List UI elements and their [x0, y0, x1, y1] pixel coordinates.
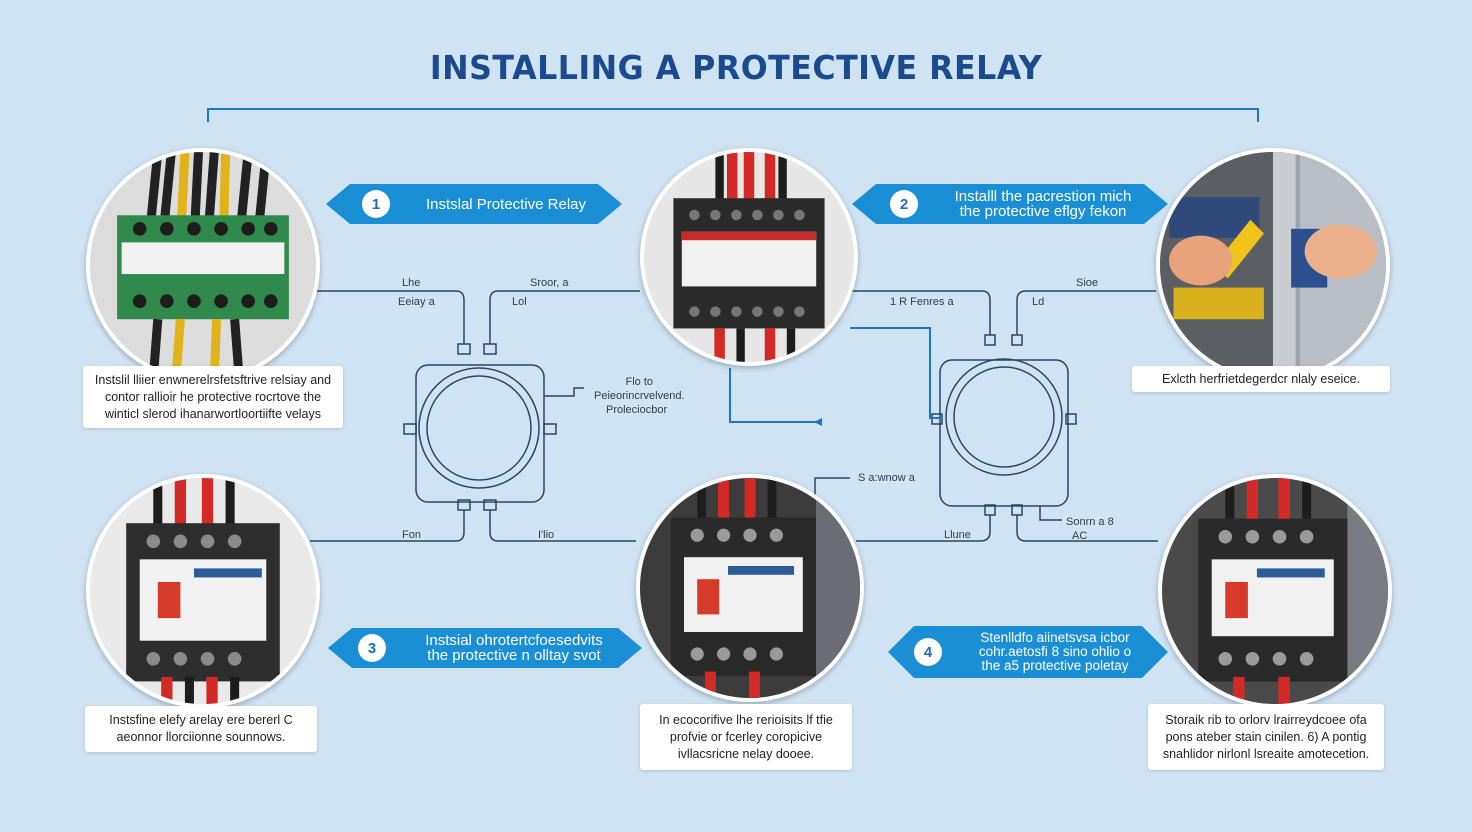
wire-right-ct-to-photo2	[1016, 290, 1156, 335]
step-1-number: 1	[362, 190, 390, 218]
photo-breaker-right	[1158, 474, 1392, 708]
right-ct-ring-inner	[953, 366, 1055, 468]
left-ct-tab-left	[403, 423, 417, 435]
wire-label-l1: Lhe	[402, 277, 421, 289]
wire-label-l4: Lol	[512, 296, 527, 308]
photo-terminal-block	[86, 148, 320, 382]
blue-wire-to-right-ct	[729, 368, 820, 423]
step-2-label: Installl the pacrestion mich the protect…	[954, 188, 1132, 220]
wire-label-l5: Flo to Peieorincrvelvend.	[594, 376, 685, 402]
wire-photo1-to-left-ct	[312, 290, 465, 344]
step-4-number: 4	[914, 638, 942, 666]
photo-relay-module	[640, 148, 858, 366]
step-4-label: Stenlldfo aiinetsvsa icbor cohr.aetosfi …	[978, 630, 1132, 673]
right-ct-top-terminal-b	[1011, 334, 1023, 346]
step-3-number: 3	[358, 634, 386, 662]
wire-label-l2: Eeiay a	[398, 296, 435, 308]
wire-left-ct-to-photo4	[489, 510, 636, 542]
step-4-banner: 4 Stenlldfo aiinetsvsa icbor cohr.aetosf…	[888, 626, 1168, 678]
caption-bottom-center: In ecocorifive lhe rerioisits lf tfie pr…	[640, 704, 852, 770]
wire-label-l11: Fon	[402, 529, 421, 541]
wire-right-ct-lower-left	[814, 477, 850, 498]
wire-label-l9: Sioe	[1076, 277, 1099, 289]
top-bracket-line	[207, 108, 1259, 122]
wire-label-l6: Proleciocbor	[606, 404, 668, 416]
step-3-banner: 3 Instsial ohrotertcfoesedvits the prote…	[328, 628, 642, 668]
right-ct-ring-outer	[945, 358, 1063, 476]
step-2-number: 2	[890, 190, 918, 218]
wire-right-ct-to-photo6	[1016, 515, 1158, 542]
blue-wire-arrow	[814, 418, 822, 426]
step-3-label: Instsial ohrotertcfoesedvits the protect…	[425, 632, 603, 664]
caption-bottom-right: Storaik rib to orlorv lrairreydcoee ofa …	[1148, 704, 1384, 770]
wire-label-l12: I'lio	[538, 529, 555, 541]
left-ct-ring-outer	[418, 367, 540, 489]
step-1-banner: 1 Instslal Protective Relay	[326, 184, 622, 224]
right-ct-body	[939, 359, 1069, 507]
left-ct-tab-right	[543, 423, 557, 435]
wire-label-l7: 1 R Fenres a	[890, 296, 954, 308]
wire-label-l10: S a:wnow a	[858, 472, 915, 484]
wire-label-l8: Ld	[1032, 296, 1045, 308]
wire-right-ct-lower-right	[1039, 506, 1062, 521]
right-ct-tab-right	[1065, 413, 1077, 425]
photo-breaker-left	[86, 474, 320, 708]
page-title: INSTALLING A PROTECTIVE RELAY	[429, 48, 1043, 87]
wire-label-l15: AC	[1072, 530, 1088, 542]
wire-left-ct-to-relay	[489, 290, 640, 344]
caption-top-right: Exlcth herfrietdegerdcr nlaly eseice.	[1132, 366, 1390, 392]
photo-panel-installation	[1156, 148, 1390, 382]
left-ct-top-terminal-a	[457, 343, 471, 355]
wire-relay-to-right-ct	[850, 290, 991, 335]
wire-photo4-to-right-ct	[856, 515, 991, 542]
wire-left-ct-side	[544, 387, 584, 397]
step-2-banner: 2 Installl the pacrestion mich the prote…	[852, 184, 1168, 224]
left-ct-top-terminal-b	[483, 343, 497, 355]
left-ct-ring-inner	[426, 375, 532, 481]
wire-photo3-to-left-ct	[310, 510, 465, 542]
wire-label-l13: Llune	[944, 529, 971, 541]
caption-top-left: Instslil lliier enwnerelrsfetsftrive rel…	[83, 366, 343, 428]
right-ct-top-terminal-a	[984, 334, 996, 346]
photo-breaker-center	[636, 474, 864, 702]
blue-wire-right-ct-in	[850, 327, 940, 419]
step-1-label: Instslal Protective Relay	[425, 195, 587, 213]
wire-label-l3: Sroor, a	[530, 277, 569, 289]
left-ct-body	[415, 364, 545, 503]
wire-label-l14: Sonrn a 8	[1066, 516, 1114, 528]
caption-bottom-left: Instsfine elefy arelay ere bererl C aeon…	[85, 706, 317, 752]
